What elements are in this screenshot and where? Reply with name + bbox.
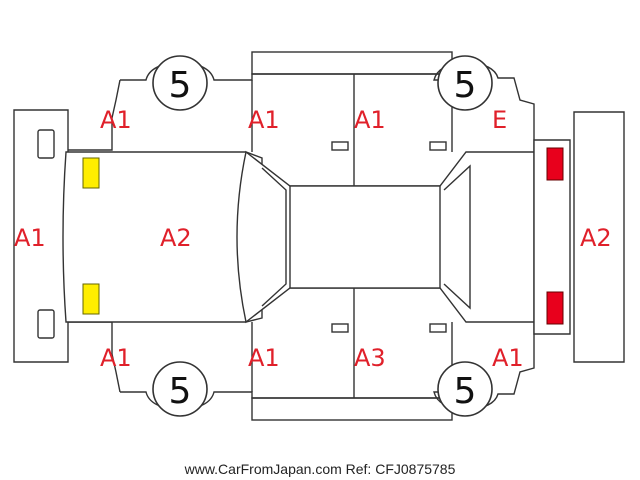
label-rear-left-door: A1 — [354, 106, 386, 134]
tire-front-left-score: 5 — [169, 65, 192, 106]
tire-rear-left-score: 5 — [454, 65, 477, 106]
headlight-right — [82, 283, 100, 315]
tire-rear-right: 5 — [437, 361, 493, 417]
front-bumper — [13, 109, 69, 363]
tire-front-right: 5 — [152, 361, 208, 417]
rear-bumper — [573, 111, 625, 363]
label-front-left-door: A1 — [248, 106, 280, 134]
tire-front-right-score: 5 — [169, 371, 192, 412]
label-front-right-fender: A1 — [100, 344, 132, 372]
label-front-bumper: A1 — [14, 224, 46, 252]
top-side-skirt — [251, 51, 453, 75]
label-front-left-fender: A1 — [100, 106, 132, 134]
taillight-left — [546, 147, 564, 181]
tire-rear-right-score: 5 — [454, 371, 477, 412]
tire-front-left: 5 — [152, 55, 208, 111]
taillight-right — [546, 291, 564, 325]
bottom-side-skirt — [251, 397, 453, 421]
label-front-right-door: A1 — [248, 344, 280, 372]
watermark-text: www.CarFromJapan.com Ref: CFJ0875785 — [184, 461, 456, 477]
label-tailgate: A2 — [580, 224, 612, 252]
label-rear-right-quarter: A1 — [492, 344, 524, 372]
label-hood: A2 — [160, 224, 192, 252]
label-rear-right-door: A3 — [354, 344, 386, 372]
headlight-left — [82, 157, 100, 189]
tire-rear-left: 5 — [437, 55, 493, 111]
label-rear-left-quarter: E — [492, 106, 507, 134]
